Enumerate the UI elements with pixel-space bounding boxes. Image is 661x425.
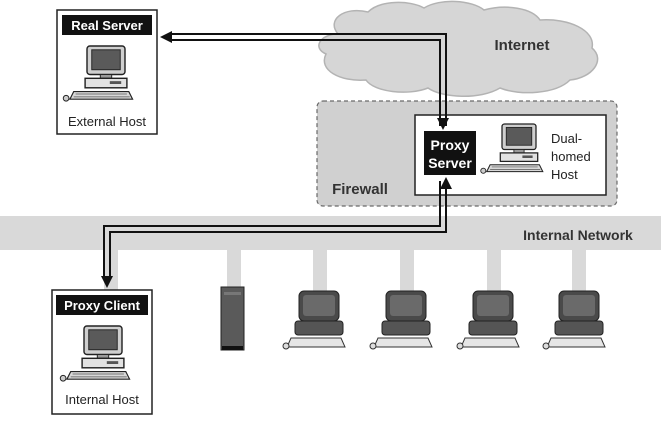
- terminal-icon: [542, 290, 606, 350]
- terminal-icon: [369, 290, 433, 350]
- proxy-client-label-box: [56, 295, 148, 315]
- connection-paths: [103, 33, 447, 277]
- internal-network-label: Internal Network: [523, 227, 633, 243]
- path-proxy-to-real-server: [170, 39, 441, 126]
- path-client-to-proxy: [109, 181, 447, 277]
- proxy-server-label-line2: Server: [428, 155, 472, 171]
- dual-homed-label-line1: Dual-: [551, 131, 582, 146]
- external-host-label: External Host: [68, 114, 146, 129]
- arrowheads: [101, 31, 452, 288]
- arrow-into-real-server: [160, 31, 172, 43]
- real-server-label: Real Server: [71, 18, 143, 33]
- network-drops: [104, 250, 586, 292]
- proxy-client-label: Proxy Client: [64, 298, 141, 313]
- path-proxy-to-client: [103, 181, 441, 277]
- real-server-label-box: [62, 15, 152, 35]
- terminal-icon: [282, 290, 346, 350]
- arrow-into-proxy-from-network: [440, 177, 452, 189]
- path-real-server-to-proxy: [170, 33, 447, 126]
- internal-host: Proxy Client Internal Host: [51, 289, 153, 415]
- dual-homed-label-line2: homed: [551, 149, 591, 164]
- internet-label: Internet: [494, 37, 549, 54]
- arrow-into-proxy-from-internet: [437, 118, 449, 130]
- external-host: Real Server External Host: [56, 9, 158, 135]
- internal-host-label: Internal Host: [65, 392, 139, 407]
- internet-cloud: Internet: [318, 0, 599, 97]
- server-tower-icon: [220, 286, 245, 351]
- dual-homed-label-line3: Host: [551, 167, 578, 182]
- terminal-icon: [456, 290, 520, 350]
- firewall-label: Firewall: [332, 181, 388, 198]
- proxy-server-label-box: [424, 131, 476, 175]
- arrow-into-proxy-client: [101, 276, 113, 288]
- proxy-server-label-line1: Proxy: [431, 137, 470, 153]
